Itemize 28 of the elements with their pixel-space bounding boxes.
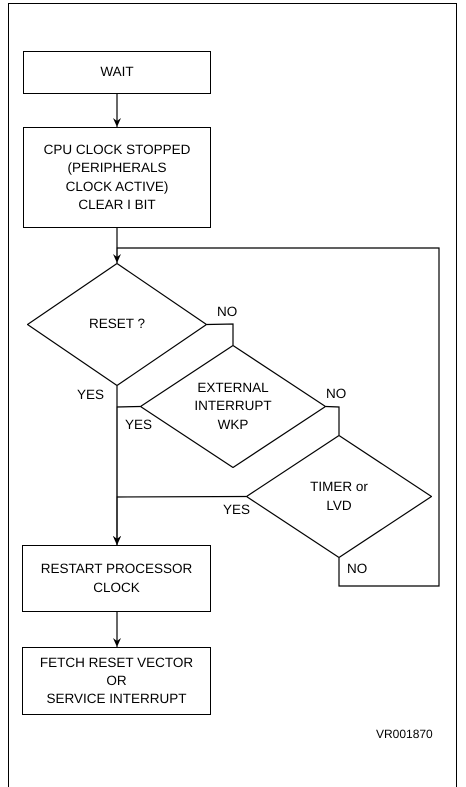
node-text: EXTERNAL INTERRUPT WKP (193, 379, 273, 434)
edge-label: NO (346, 562, 368, 576)
connector-arrow (113, 612, 121, 647)
node-text: CPU CLOCK STOPPED (44, 141, 190, 160)
process-box (22, 545, 211, 612)
node-text: SERVICE INTERRUPT (46, 690, 187, 708)
edge-label: NO (216, 305, 238, 318)
edge-label: NO (325, 387, 348, 400)
figure-code: VR001870 (376, 726, 433, 743)
connector-arrow (206, 323, 234, 345)
connector-arrow (113, 496, 246, 545)
edge-label: YES (222, 503, 252, 516)
node-text: TIMER or LVD (309, 478, 369, 514)
process-box (23, 127, 211, 228)
connector-arrow (113, 247, 440, 587)
node-text: (PERIPHERALS CLOCK ACTIVE) (64, 159, 170, 196)
node-text: RESTART PROCESSOR CLOCK (40, 560, 194, 596)
process-box (23, 51, 211, 94)
node-text: WAIT (100, 63, 134, 82)
connector-arrow (113, 94, 121, 127)
edge-label: YES (76, 388, 106, 402)
node-text: FETCH RESET VECTOR (40, 654, 194, 672)
process-box (22, 647, 211, 715)
node-text: CLEAR I BIT (78, 196, 156, 214)
edge-label: YES (124, 418, 154, 432)
node-text: RESET ? (88, 315, 146, 334)
node-text: OR (106, 672, 127, 690)
connector-arrow (326, 406, 340, 435)
